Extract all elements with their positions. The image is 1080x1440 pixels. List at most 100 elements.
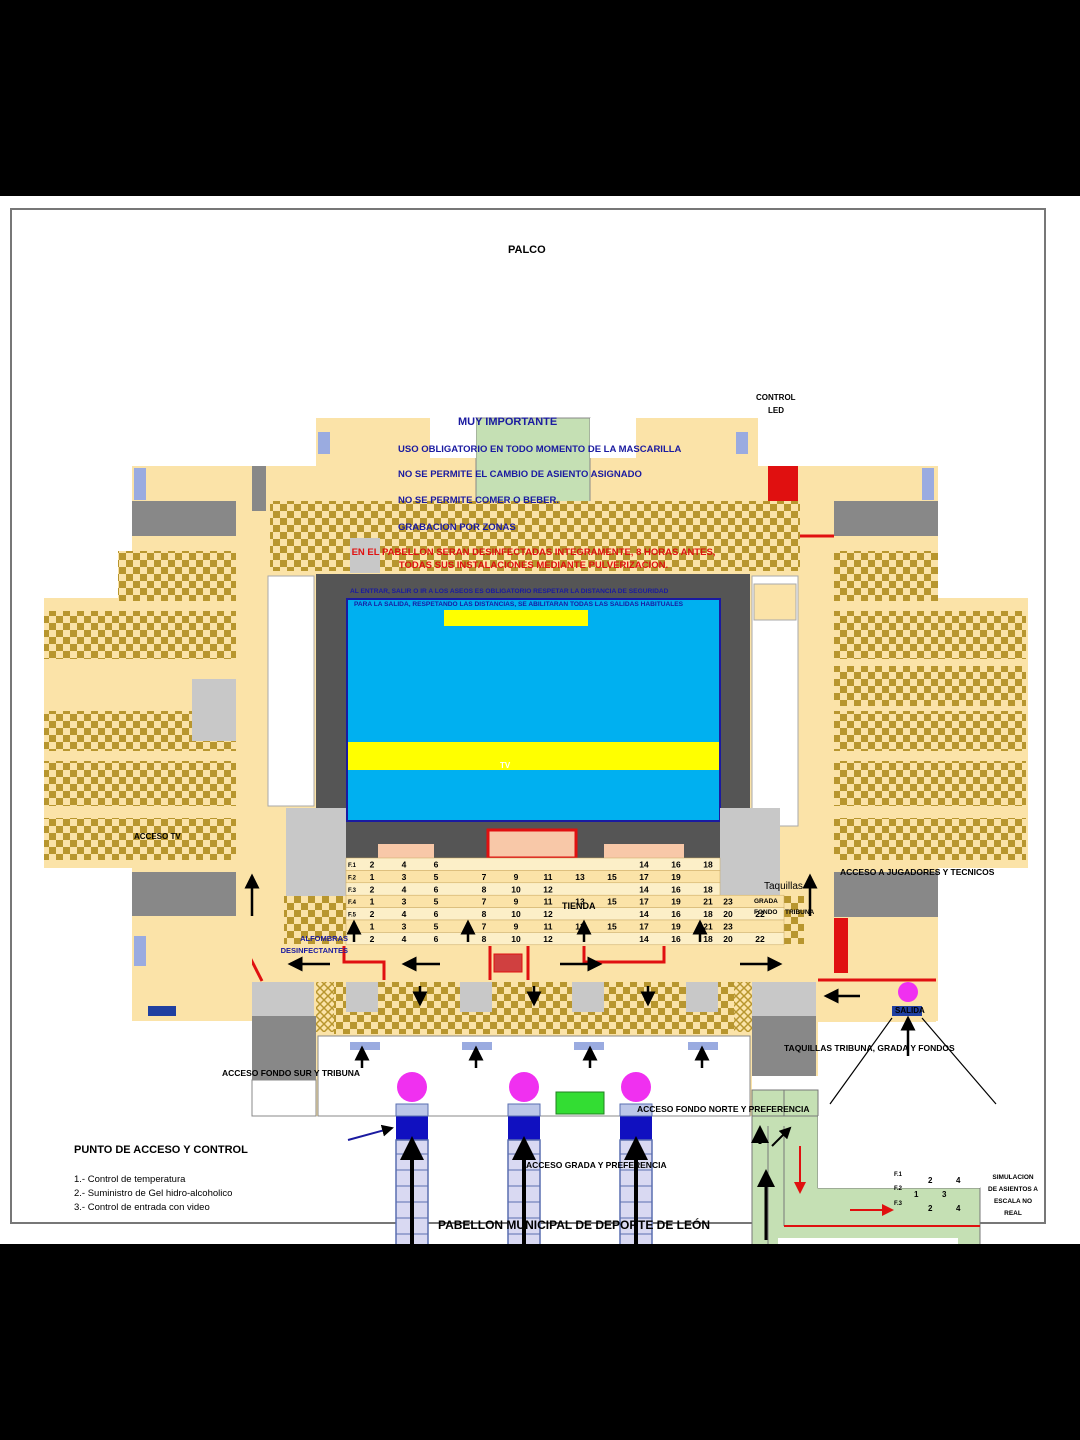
- seat-number: 14: [639, 860, 649, 870]
- footer-title: PABELLON MUNICIPAL DE DEPORTE DE LEÓN: [437, 1218, 710, 1232]
- notice-disinfection-line2: TODAS SUS INSTALACIONES MEDIANTE PULVERI…: [398, 560, 669, 571]
- seat-number: 6: [434, 860, 439, 870]
- seat-row-label: F.2: [348, 875, 357, 881]
- salida-label: SALIDA: [895, 1006, 925, 1015]
- control-led-box: [753, 583, 797, 621]
- seat-number: 16: [671, 884, 681, 894]
- seat-number: 12: [543, 884, 553, 894]
- seat-number: 11: [544, 897, 553, 907]
- seat-number: 3: [402, 897, 407, 907]
- tribuna-label: TRIBUNA: [785, 909, 815, 916]
- seat-number: 5: [434, 922, 439, 932]
- legend-item-1: 1.- Control de temperatura: [74, 1174, 186, 1185]
- seat-number: 4: [402, 934, 407, 944]
- right-stands: [768, 466, 1026, 973]
- seat-row-label: F.4: [348, 900, 357, 906]
- seat-number: 20: [723, 934, 733, 944]
- sim-seat: 1: [914, 1190, 919, 1199]
- seat-number: 9: [514, 922, 519, 932]
- seat-number: 2: [370, 909, 375, 919]
- notice-distance-line2: PARA LA SALIDA, RESPETANDO LAS DISTANCIA…: [354, 601, 684, 608]
- seat-number: 20: [723, 909, 733, 919]
- seat-number: 6: [434, 934, 439, 944]
- seat-row-label: F.1: [348, 863, 357, 869]
- notice-title: MUY IMPORTANTE: [458, 416, 558, 428]
- sim-seat: 3: [942, 1190, 947, 1199]
- seat-number: 15: [607, 922, 617, 932]
- seat-number: 22: [755, 909, 765, 919]
- seat-number: 14: [639, 934, 649, 944]
- sim-caption-4: REAL: [1004, 1210, 1022, 1217]
- seat-number: 23: [723, 922, 733, 932]
- access-points: [397, 982, 918, 1102]
- sim-row-2: F.2: [894, 1186, 903, 1192]
- seat-number: 15: [607, 872, 617, 882]
- seat-number: 16: [671, 934, 681, 944]
- seat-number: 12: [543, 934, 553, 944]
- seat-number: 7: [482, 922, 487, 932]
- taquillas-tribuna-label: TAQUILLAS TRIBUNA, GRADA Y FONDOS: [784, 1043, 955, 1053]
- seat-number: 5: [434, 897, 439, 907]
- seat-number: 10: [511, 909, 521, 919]
- acceso-fondo-sur-label: ACCESO FONDO SUR Y TRIBUNA: [222, 1068, 361, 1078]
- seat-number: 22: [755, 934, 765, 944]
- players-access-lines: [829, 1017, 997, 1105]
- seat-number: 3: [402, 922, 407, 932]
- sim-seat: 4: [956, 1176, 961, 1185]
- sim-seat: 4: [956, 1204, 961, 1213]
- notice-distance-line1: AL ENTRAR, SALIR O IR A LOS ASEOS ES OBL…: [350, 588, 669, 595]
- legend-item-3: 3.- Control de entrada con video: [74, 1202, 210, 1213]
- seat-number: 10: [511, 884, 521, 894]
- sim-row-1: F.1: [894, 1172, 903, 1178]
- palco-label: PALCO: [508, 244, 546, 256]
- grada-label: GRADA: [754, 898, 778, 905]
- left-stands: [44, 466, 266, 917]
- seat-number: 18: [703, 860, 713, 870]
- seat-number: 11: [544, 922, 553, 932]
- seat-number: 19: [671, 872, 681, 882]
- seat-number: 1: [370, 922, 375, 932]
- seat-number: 18: [703, 884, 713, 894]
- notice-rule-2: NO SE PERMITE EL CAMBIO DE ASIENTO ASIGN…: [398, 469, 642, 480]
- tv-box: [493, 953, 523, 973]
- notice-rule-1: USO OBLIGATORIO EN TODO MOMENTO DE LA MA…: [398, 444, 682, 455]
- seat-number: 19: [671, 897, 681, 907]
- seat-number: 14: [639, 909, 649, 919]
- palco-box: [475, 417, 591, 503]
- seat-number: 4: [402, 884, 407, 894]
- notice-disinfection-line1: EN EL PABELLON SERAN DESINFECTADAS INTEG…: [351, 547, 716, 558]
- seat-number: 16: [671, 860, 681, 870]
- seat-number: 11: [544, 872, 553, 882]
- acceso-fondo-norte-label: ACCESO FONDO NORTE Y PREFERENCIA: [637, 1104, 810, 1114]
- seat-number: 2: [370, 934, 375, 944]
- seat-number: 1: [370, 897, 375, 907]
- flow-arrows: [244, 873, 916, 1068]
- seat-number: 3: [402, 872, 407, 882]
- seat-row-band: [345, 919, 785, 933]
- seat-number: 2: [370, 860, 375, 870]
- disinfection-notice-band: [348, 742, 719, 770]
- seat-number: 6: [434, 909, 439, 919]
- seat-number: 7: [482, 872, 487, 882]
- seat-number: 8: [482, 934, 487, 944]
- legend-item-2: 2.- Suministro de Gel hidro-alcoholico: [74, 1188, 233, 1199]
- seat-number: 17: [639, 922, 649, 932]
- seat-number: 21: [703, 897, 713, 907]
- seat-number: 6: [434, 884, 439, 894]
- seat-number: 23: [723, 897, 733, 907]
- acceso-tv-label: ACCESO TV: [134, 832, 181, 841]
- legend-title: PUNTO DE ACCESO Y CONTROL: [74, 1144, 248, 1156]
- sim-seat: 2: [928, 1204, 933, 1213]
- alfombras-label-1: ALFOMBRAS: [300, 934, 348, 943]
- players-mat: [892, 1006, 922, 1016]
- seat-number: 19: [671, 922, 681, 932]
- seat-number: 17: [639, 897, 649, 907]
- sim-seat: 2: [928, 1176, 933, 1185]
- tv-label: TV: [500, 761, 511, 770]
- notice-rule-4: GRABACION POR ZONAS: [398, 522, 516, 533]
- control-label: CONTROL: [756, 393, 796, 402]
- led-label: LED: [768, 406, 784, 415]
- corridor-arrows: [400, 1136, 648, 1244]
